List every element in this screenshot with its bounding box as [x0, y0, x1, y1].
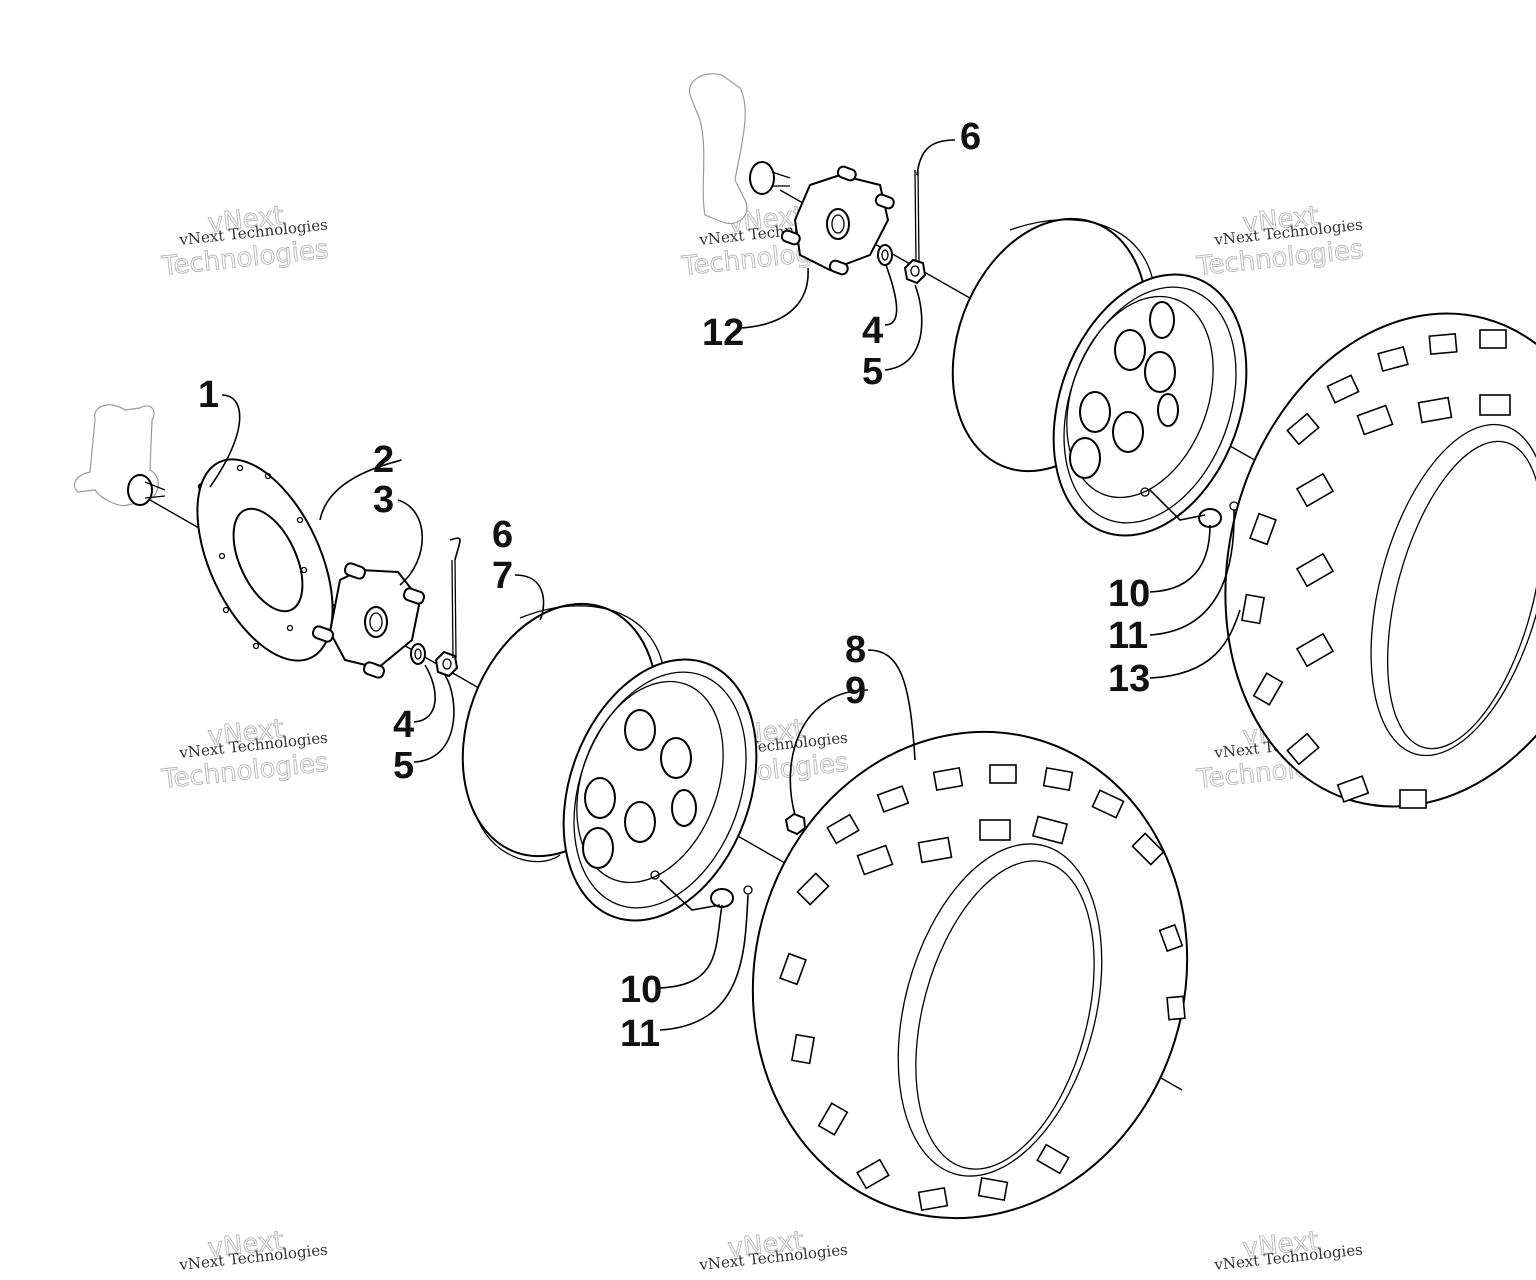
callout-6-rear: 6: [960, 116, 981, 158]
tire-tread: [779, 764, 1186, 1212]
callout-10-front: 10: [620, 969, 662, 1011]
callout-12: 12: [702, 312, 744, 354]
steering-knuckle: [73, 404, 166, 507]
callout-4-front: 4: [393, 704, 414, 746]
callout-11-rear: 11: [1108, 615, 1148, 657]
watermark-layer: vNext vNext Technologies Technologies vN…: [159, 201, 1365, 1274]
rear-cotter-pin: [914, 169, 920, 263]
callout-5-rear: 5: [862, 351, 883, 393]
rear-tire-tread: [1240, 329, 1511, 809]
leader-lines: [209, 139, 1241, 1031]
watermark: vNext vNext Technologies Technologies: [159, 714, 330, 796]
lug-nut: [784, 812, 807, 836]
brake-disc: [196, 458, 334, 662]
callout-2: 2: [373, 439, 394, 481]
wheel-hub: [311, 562, 426, 679]
callout-8: 8: [845, 629, 866, 671]
callout-1: 1: [198, 374, 219, 416]
callout-6-front: 6: [492, 514, 513, 556]
valve-stem-assembly: [659, 879, 753, 911]
watermark: vNext vNext Technologies Technologies: [1194, 201, 1365, 283]
front-tire: [751, 730, 1189, 1220]
rear-hub: [780, 165, 895, 276]
wheel-rim: [461, 602, 758, 922]
watermark: vNext vNext Technologies: [1213, 1226, 1364, 1274]
callout-11-front: 11: [620, 1013, 660, 1055]
callout-9: 9: [845, 670, 866, 712]
callout-10-rear: 10: [1108, 573, 1150, 615]
watermark: vNext vNext Technologies Technologies: [159, 201, 330, 283]
rear-tire: [1224, 312, 1536, 809]
callout-labels: 1 2 3 4 5 6 7 8 9 10 11 6 12 4 5 10 11 1…: [198, 116, 1150, 1055]
callout-13: 13: [1108, 658, 1150, 700]
rear-knuckle: [688, 73, 791, 224]
callout-3: 3: [373, 479, 394, 521]
watermark: vNext vNext Technologies: [698, 1226, 849, 1274]
cotter-pin: [451, 559, 457, 659]
rear-washer-and-nut: [877, 244, 927, 285]
washer-and-nut: [410, 643, 459, 678]
callout-7: 7: [492, 555, 513, 597]
callout-5-front: 5: [393, 745, 414, 787]
callout-4-rear: 4: [862, 310, 883, 352]
rear-wheel-rim: [951, 217, 1248, 537]
watermark: vNext vNext Technologies: [178, 1226, 329, 1274]
